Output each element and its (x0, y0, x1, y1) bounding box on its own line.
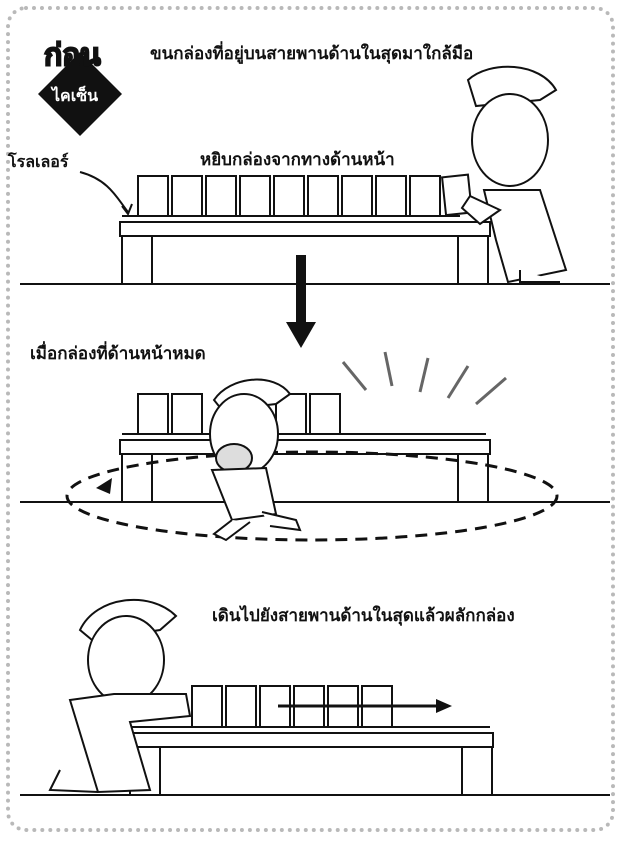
badge-subtitle: ไคเซ็น (52, 86, 99, 105)
panel1-worker (460, 65, 568, 284)
panel1-caption: ขนกล่องที่อยู่บนสายพานด้านในสุดมาใกล้มือ (150, 44, 474, 64)
panel3-worker (48, 598, 192, 794)
panel3-caption: เดินไปยังสายพานด้านในสุดแล้วผลักกล่อง (212, 606, 515, 626)
panel2-caption: เมื่อกล่องที่ด้านหน้าหมด (30, 344, 206, 364)
transition-arrow (286, 255, 316, 348)
alarm-lines (341, 351, 507, 406)
push-arrow (278, 699, 452, 713)
roller-pointer (79, 171, 129, 213)
panel2-worker (209, 378, 302, 542)
badge-diamond (38, 52, 122, 136)
page-frame (6, 6, 615, 832)
roller-label: โรลเลอร์ (8, 152, 69, 171)
panel1-conveyor (119, 173, 491, 285)
before-kaizen-badge: ก่อน ไคเซ็น (22, 32, 142, 142)
walking-path (65, 450, 559, 542)
path-arrowhead (96, 478, 112, 494)
panel1-action: หยิบกล่องจากทางด้านหน้า (200, 150, 395, 170)
panel2-conveyor (119, 393, 491, 503)
badge-title: ก่อน (43, 37, 102, 74)
